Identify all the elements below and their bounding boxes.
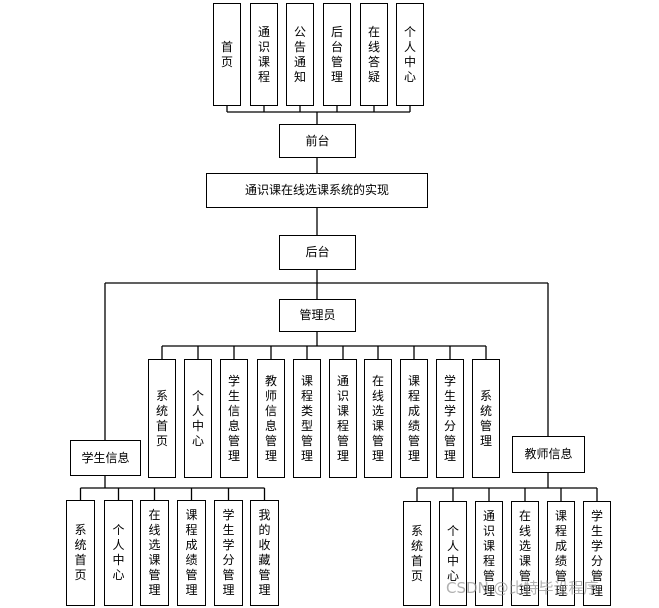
watermark: CSDN @比特毕设程序 (446, 579, 599, 597)
admin-box: 管理员 (279, 299, 356, 332)
teacher-module-5: 课程成绩管理 (547, 501, 575, 606)
student-module-1: 系统首页 (66, 500, 95, 606)
admin-module-2: 个人中心 (184, 359, 212, 478)
student-module-2: 个人中心 (104, 500, 133, 606)
admin-module-5: 课程类型管理 (293, 359, 321, 478)
front-page-5: 在线答疑 (360, 3, 388, 106)
front-page-3: 公告通知 (286, 3, 314, 106)
front-page-6: 个人中心 (396, 3, 424, 106)
front-page-1: 首页 (213, 3, 241, 106)
front-page-4: 后台管理 (323, 3, 351, 106)
student-module-5: 学生学分管理 (214, 500, 243, 606)
student-module-6: 我的收藏管理 (250, 500, 279, 606)
student-module-3: 在线选课管理 (140, 500, 169, 606)
admin-module-8: 课程成绩管理 (400, 359, 428, 478)
admin-module-3: 学生信息管理 (220, 359, 248, 478)
admin-module-4: 教师信息管理 (257, 359, 285, 478)
front-page-2: 通识课程 (250, 3, 278, 106)
teacher-module-2: 个人中心 (439, 501, 467, 606)
back-end-box: 后台 (279, 235, 356, 270)
teacher-module-3: 通识课程管理 (475, 501, 503, 606)
student-module-4: 课程成绩管理 (177, 500, 206, 606)
admin-module-9: 学生学分管理 (436, 359, 464, 478)
teacher-module-1: 系统首页 (403, 501, 431, 606)
admin-module-6: 通识课程管理 (329, 359, 357, 478)
admin-module-7: 在线选课管理 (364, 359, 392, 478)
teacher-box: 教师信息 (512, 436, 585, 473)
system-title-box: 通识课在线选课系统的实现 (206, 173, 428, 208)
admin-module-10: 系统管理 (472, 359, 500, 478)
student-box: 学生信息 (70, 440, 141, 476)
teacher-module-4: 在线选课管理 (511, 501, 539, 606)
front-end-box: 前台 (279, 124, 356, 158)
admin-module-1: 系统首页 (148, 359, 176, 478)
teacher-module-6: 学生学分管理 (583, 501, 611, 606)
